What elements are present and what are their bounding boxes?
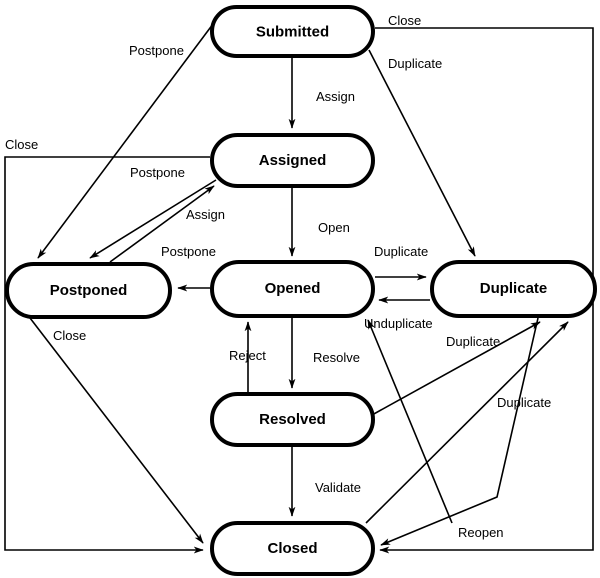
node-assigned[interactable]: Assigned	[210, 133, 375, 188]
node-submitted-label: Submitted	[256, 23, 329, 40]
edge-label-postpone-topleft: Postpone	[129, 43, 184, 58]
node-duplicate-shape[interactable]	[430, 260, 597, 318]
node-postponed[interactable]: Postponed	[5, 262, 172, 319]
node-submitted[interactable]: Submitted	[210, 5, 375, 58]
edge-assigned-closed[interactable]	[4, 156, 210, 554]
edge-label-duplicate-topright: Duplicate	[388, 56, 442, 71]
edge-label-unduplicate: Unduplicate	[364, 316, 433, 331]
edge-closed-opened-unduplicate[interactable]	[367, 319, 453, 524]
node-submitted-shape[interactable]	[210, 5, 375, 58]
node-duplicate-label: Duplicate	[480, 280, 548, 297]
node-postponed-shape[interactable]	[5, 262, 172, 319]
edge-labels-layer: Assign Postpone Close Duplicate Close Po…	[5, 13, 551, 540]
node-assigned-shape[interactable]	[210, 133, 375, 188]
node-opened-label: Opened	[265, 280, 321, 297]
node-closed-label: Closed	[267, 540, 317, 557]
edge-label-assign-top: Assign	[316, 89, 355, 104]
edge-label-duplicate-closed: Duplicate	[497, 395, 551, 410]
node-opened-shape[interactable]	[210, 260, 375, 318]
edge-postponed-closed[interactable]	[29, 317, 204, 544]
edge-label-reopen: Reopen	[458, 525, 504, 540]
nodes-layer: Submitted Assigned Postponed Opened Dupl…	[5, 5, 597, 576]
edge-label-close-topright: Close	[388, 13, 421, 28]
edge-submitted-duplicate[interactable]	[368, 49, 476, 257]
edge-submitted-postponed[interactable]	[37, 19, 217, 259]
edge-resolved-duplicate[interactable]	[371, 321, 541, 416]
edge-label-resolve: Resolve	[313, 350, 360, 365]
edge-label-close-left: Close	[5, 137, 38, 152]
edge-label-reject: Reject	[229, 348, 266, 363]
edge-label-validate: Validate	[315, 480, 361, 495]
edge-closed-duplicate[interactable]	[365, 321, 569, 524]
node-opened[interactable]: Opened	[210, 260, 375, 318]
edge-label-postpone-opened: Postpone	[161, 244, 216, 259]
node-assigned-label: Assigned	[259, 152, 327, 169]
edge-label-assign-mid: Assign	[186, 207, 225, 222]
node-closed[interactable]: Closed	[210, 521, 375, 576]
node-resolved-label: Resolved	[259, 411, 326, 428]
edge-assigned-postponed[interactable]	[89, 179, 217, 259]
edges-layer	[4, 19, 594, 554]
edge-duplicate-closed-reopen[interactable]	[380, 317, 539, 546]
node-duplicate[interactable]: Duplicate	[430, 260, 597, 318]
node-resolved[interactable]: Resolved	[210, 392, 375, 447]
edge-label-close-postponed: Close	[53, 328, 86, 343]
edge-postponed-assigned[interactable]	[109, 185, 215, 263]
edge-label-postpone-mid: Postpone	[130, 165, 185, 180]
node-postponed-label: Postponed	[50, 282, 128, 299]
edge-label-open-mid: Open	[318, 220, 350, 235]
node-resolved-shape[interactable]	[210, 392, 375, 447]
edge-label-duplicate-opened: Duplicate	[374, 244, 428, 259]
edge-label-duplicate-resolved: Duplicate	[446, 334, 500, 349]
node-closed-shape[interactable]	[210, 521, 375, 576]
